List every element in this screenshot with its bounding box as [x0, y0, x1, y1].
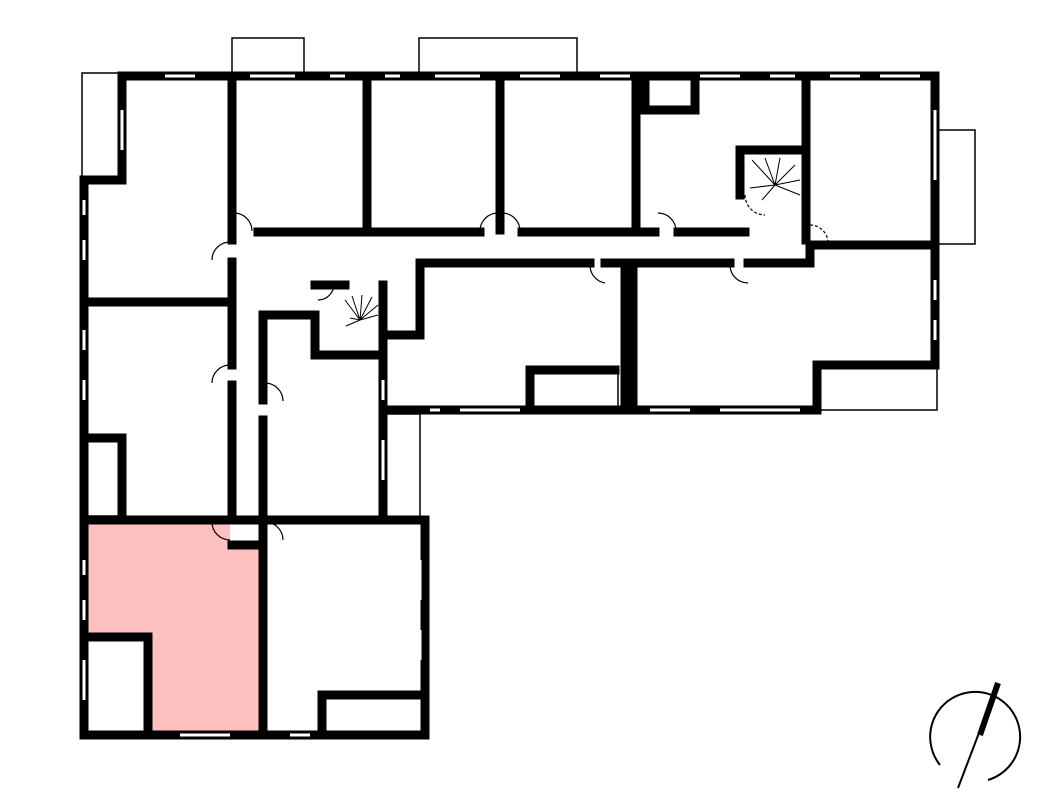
- windows: [82, 74, 937, 737]
- balcony: [644, 77, 696, 111]
- highlighted-unit[interactable]: [88, 522, 262, 732]
- balcony: [231, 37, 305, 76]
- balcony: [816, 366, 938, 411]
- walls: [79, 71, 940, 740]
- balcony: [83, 639, 149, 738]
- balcony: [936, 129, 976, 245]
- balcony: [529, 371, 619, 411]
- north-arrow-icon: [929, 682, 1022, 789]
- balcony: [383, 413, 421, 518]
- doors: [211, 194, 829, 541]
- balcony: [83, 439, 123, 517]
- balcony: [81, 72, 123, 181]
- staircase: [344, 157, 801, 327]
- balcony: [418, 37, 578, 76]
